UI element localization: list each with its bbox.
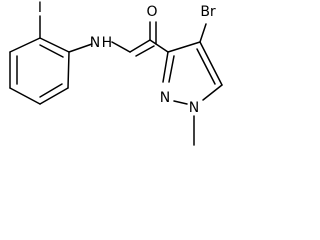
bond xyxy=(135,45,155,57)
bond xyxy=(39,83,63,98)
bond xyxy=(39,87,69,105)
bond xyxy=(39,44,64,58)
atom-nh: N H xyxy=(90,35,112,51)
bond xyxy=(9,37,41,53)
bond xyxy=(111,41,131,53)
bond xyxy=(196,48,216,85)
bond xyxy=(9,87,41,105)
atom-n2: N xyxy=(160,90,170,106)
atom-bromine: Br xyxy=(200,4,216,20)
atom-n1: N xyxy=(189,100,199,116)
bond xyxy=(199,23,207,43)
molecule-structure: I N H O Br N N xyxy=(9,0,223,146)
bond xyxy=(149,39,169,53)
bond xyxy=(199,41,223,86)
bond xyxy=(129,39,151,53)
atom-oxygen: O xyxy=(146,4,157,20)
bond xyxy=(167,41,201,53)
bond xyxy=(173,100,188,105)
bond xyxy=(162,51,169,83)
bond xyxy=(39,37,70,53)
bond xyxy=(202,84,223,101)
bond xyxy=(168,55,175,83)
molecule-canvas: I N H O Br N N xyxy=(9,0,223,146)
atom-iodine: I xyxy=(38,0,42,16)
bond xyxy=(68,43,93,53)
bond xyxy=(67,51,70,89)
